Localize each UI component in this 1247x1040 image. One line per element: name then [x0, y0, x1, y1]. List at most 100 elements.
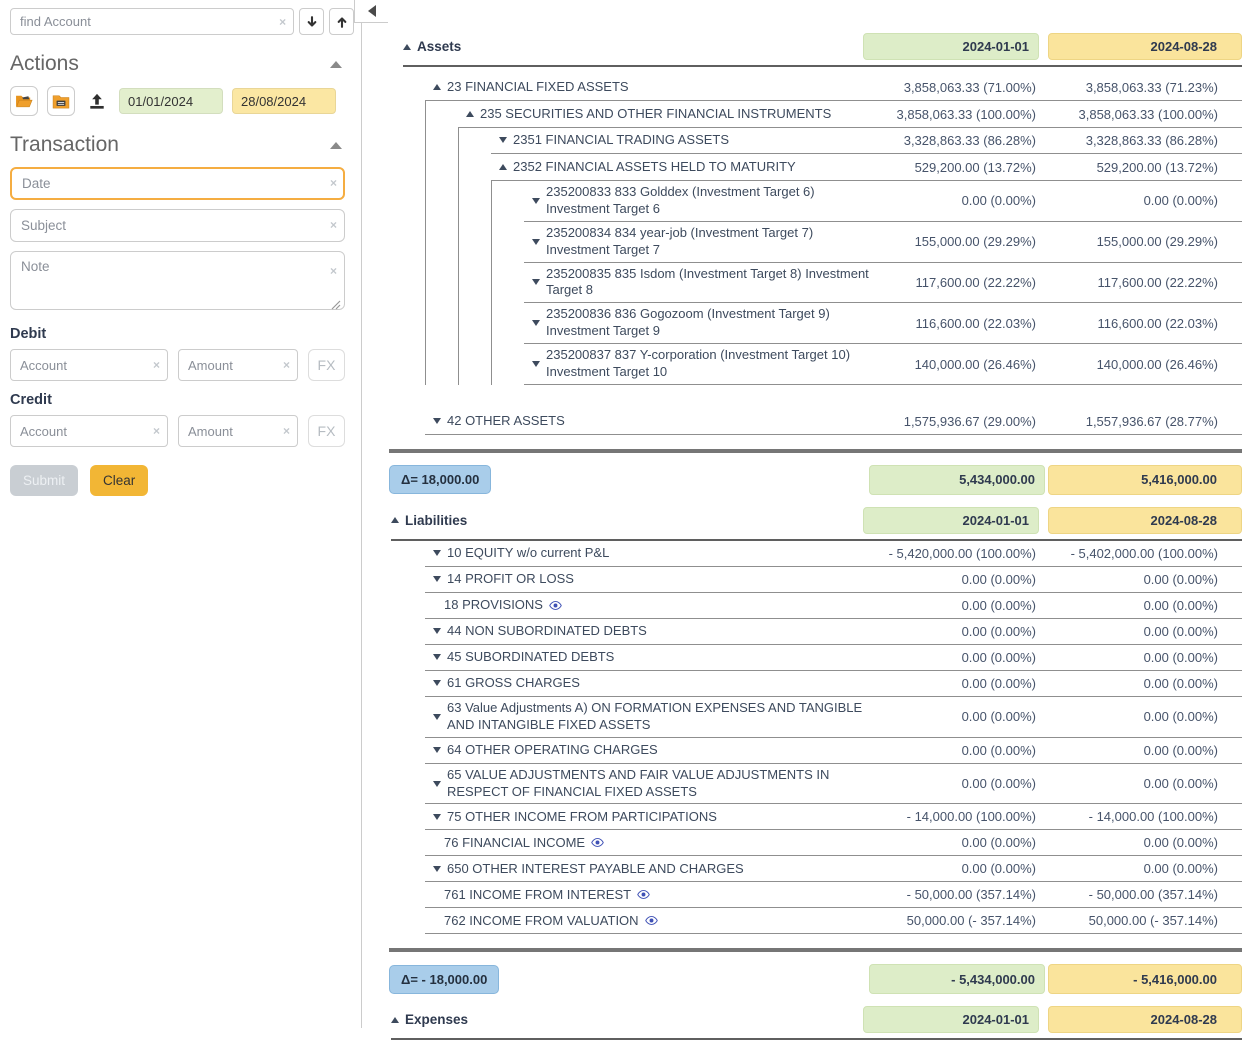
value-col2: 140,000.00 (26.46%) — [1045, 357, 1242, 372]
eye-icon[interactable] — [549, 600, 562, 611]
date-to-input[interactable] — [232, 88, 336, 114]
account-label[interactable]: 14 PROFIT OR LOSS — [447, 571, 574, 588]
clear-icon[interactable]: × — [330, 219, 337, 231]
expand-icon[interactable] — [433, 628, 441, 634]
find-next-button[interactable] — [299, 8, 324, 35]
expand-icon[interactable] — [532, 320, 540, 326]
date-from-input[interactable] — [119, 88, 223, 114]
transaction-note-input[interactable] — [10, 251, 345, 310]
collapse-expenses-icon[interactable] — [391, 1017, 399, 1023]
section-separator — [389, 948, 1242, 952]
debit-amount-input[interactable] — [178, 349, 298, 381]
upload-button[interactable] — [84, 86, 110, 116]
expand-icon[interactable] — [433, 781, 441, 787]
account-label[interactable]: 235 SECURITIES AND OTHER FINANCIAL INSTR… — [480, 106, 831, 123]
account-label[interactable]: 235200834 834 year-job (Investment Targe… — [546, 225, 869, 259]
collapse-icon[interactable] — [466, 111, 474, 117]
credit-amount-input[interactable] — [178, 415, 298, 447]
column-header-date2: 2024-08-28 — [1048, 33, 1242, 60]
assets-section-header: Assets 2024-01-01 2024-08-28 — [403, 33, 1242, 67]
clear-icon[interactable]: × — [283, 425, 290, 437]
account-label[interactable]: 61 GROSS CHARGES — [447, 675, 580, 692]
account-label[interactable]: 63 Value Adjustments A) ON FORMATION EXP… — [447, 700, 869, 734]
expand-icon[interactable] — [499, 137, 507, 143]
clear-icon[interactable]: × — [153, 425, 160, 437]
eye-icon[interactable] — [591, 837, 604, 848]
clear-icon[interactable]: × — [279, 16, 286, 28]
account-label[interactable]: 761 INCOME FROM INTEREST — [444, 887, 631, 904]
collapse-section-icon[interactable] — [330, 61, 342, 68]
expand-icon[interactable] — [433, 550, 441, 556]
find-prev-button[interactable] — [329, 8, 354, 35]
account-label[interactable]: 2352 FINANCIAL ASSETS HELD TO MATURITY — [513, 159, 796, 176]
submit-button[interactable]: Submit — [10, 465, 78, 496]
resize-handle-icon[interactable] — [331, 300, 341, 310]
expand-icon[interactable] — [433, 680, 441, 686]
account-label[interactable]: 76 FINANCIAL INCOME — [444, 835, 585, 852]
account-label[interactable]: 42 OTHER ASSETS — [447, 413, 565, 430]
clear-icon[interactable]: × — [283, 359, 290, 371]
expand-icon[interactable] — [532, 239, 540, 245]
value-col2: 1,557,936.67 (28.77%) — [1045, 414, 1242, 429]
value-col1: 1,575,936.67 (29.00%) — [869, 414, 1045, 429]
collapse-assets-icon[interactable] — [403, 44, 411, 50]
table-row: 2351 FINANCIAL TRADING ASSETS 3,328,863.… — [491, 128, 1242, 154]
eye-icon[interactable] — [645, 915, 658, 926]
account-label[interactable]: 2351 FINANCIAL TRADING ASSETS — [513, 132, 729, 149]
transaction-title: Transaction — [10, 133, 119, 157]
column-header-date2: 2024-08-28 — [1048, 1006, 1242, 1033]
account-label[interactable]: 235200836 836 Gogozoom (Investment Targe… — [546, 306, 869, 340]
find-account-input[interactable] — [10, 8, 294, 35]
eye-icon[interactable] — [637, 889, 650, 900]
value-col2: 0.00 (0.00%) — [1045, 650, 1242, 665]
account-label[interactable]: 44 NON SUBORDINATED DEBTS — [447, 623, 647, 640]
open-archive-button[interactable] — [47, 86, 75, 116]
debit-account-input[interactable] — [10, 349, 168, 381]
folder-icon — [52, 94, 70, 109]
debit-fx-button[interactable]: FX — [308, 349, 345, 381]
expand-icon[interactable] — [433, 654, 441, 660]
expand-icon[interactable] — [532, 279, 540, 285]
expand-icon[interactable] — [433, 814, 441, 820]
transaction-date-input[interactable] — [10, 167, 345, 200]
expand-icon[interactable] — [433, 747, 441, 753]
clear-icon[interactable]: × — [330, 265, 337, 277]
collapse-icon[interactable] — [499, 164, 507, 170]
clear-button[interactable]: Clear — [90, 465, 148, 496]
credit-fx-button[interactable]: FX — [308, 415, 345, 447]
account-label[interactable]: 75 OTHER INCOME FROM PARTICIPATIONS — [447, 809, 717, 826]
collapse-section-icon[interactable] — [330, 142, 342, 149]
find-account-row: × — [10, 8, 354, 35]
delta-total-col1: - 5,434,000.00 — [869, 964, 1045, 994]
account-label[interactable]: 18 PROVISIONS — [444, 597, 543, 614]
account-label[interactable]: 10 EQUITY w/o current P&L — [447, 545, 609, 562]
account-label[interactable]: 650 OTHER INTEREST PAYABLE AND CHARGES — [447, 861, 744, 878]
clear-icon[interactable]: × — [330, 177, 337, 189]
open-file-button[interactable] — [10, 86, 38, 116]
expand-icon[interactable] — [433, 714, 441, 720]
credit-account-input[interactable] — [10, 415, 168, 447]
column-header-date2: 2024-08-28 — [1048, 507, 1242, 534]
expand-icon[interactable] — [532, 361, 540, 367]
table-row: 10 EQUITY w/o current P&L - 5,420,000.00… — [425, 541, 1242, 567]
arrow-down-icon — [305, 15, 319, 29]
account-label[interactable]: 64 OTHER OPERATING CHARGES — [447, 742, 658, 759]
account-label[interactable]: 235200835 835 Isdom (Investment Target 8… — [546, 266, 869, 300]
expand-icon[interactable] — [532, 198, 540, 204]
transaction-subject-input[interactable] — [10, 209, 345, 242]
expand-icon[interactable] — [433, 866, 441, 872]
expand-icon[interactable] — [433, 418, 441, 424]
account-label[interactable]: 235200833 833 Golddex (Investment Target… — [546, 184, 869, 218]
collapse-liabilities-icon[interactable] — [391, 517, 399, 523]
account-label[interactable]: 762 INCOME FROM VALUATION — [444, 913, 639, 930]
value-col1: 0.00 (0.00%) — [869, 835, 1045, 850]
collapse-icon[interactable] — [433, 84, 441, 90]
expand-icon[interactable] — [433, 576, 441, 582]
account-label[interactable]: 45 SUBORDINATED DEBTS — [447, 649, 614, 666]
account-label[interactable]: 235200837 837 Y-corporation (Investment … — [546, 347, 869, 381]
value-col2: 0.00 (0.00%) — [1045, 676, 1242, 691]
account-label[interactable]: 23 FINANCIAL FIXED ASSETS — [447, 79, 629, 96]
clear-icon[interactable]: × — [153, 359, 160, 371]
sidebar-collapse-handle[interactable] — [354, 0, 388, 23]
account-label[interactable]: 65 VALUE ADJUSTMENTS AND FAIR VALUE ADJU… — [447, 767, 869, 801]
